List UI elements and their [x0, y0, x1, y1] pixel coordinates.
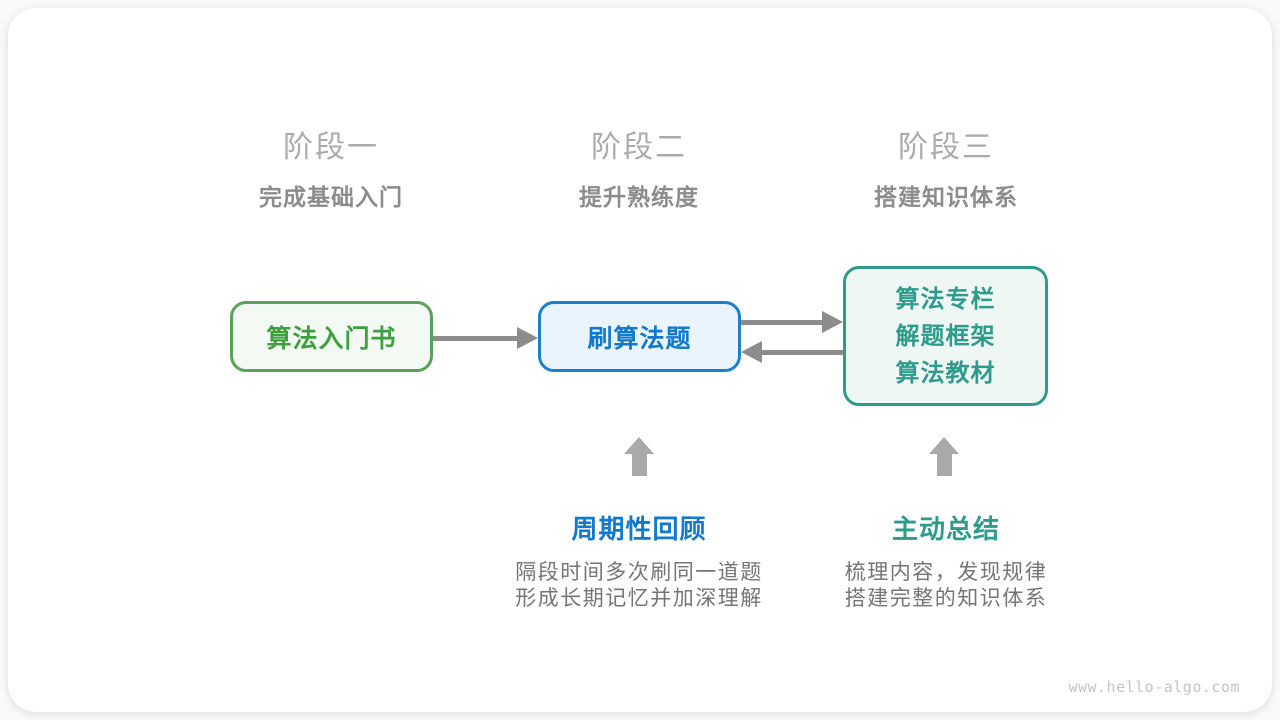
- node-resource-line-1: 算法专栏: [895, 285, 996, 313]
- stage-2-title: 阶段二: [591, 131, 687, 164]
- annotation-desc-line-2: 形成长期记忆并加深理解: [515, 587, 763, 610]
- arrow-shaft: [433, 336, 521, 341]
- annotation-periodic-review-desc: 隔段时间多次刷同一道题 形成长期记忆并加深理解: [515, 560, 763, 612]
- annotation-active-summary-desc: 梳理内容，发现规律 搭建完整的知识体系: [845, 560, 1048, 612]
- arrow-head-right-icon: [822, 311, 843, 333]
- up-arrow-periodic-review-icon: [624, 437, 654, 476]
- node-intro-book-label: 算法入门书: [266, 324, 397, 353]
- arrow-head-left-icon: [741, 341, 762, 363]
- up-arrow-tail: [936, 454, 952, 476]
- arrow-shaft: [741, 320, 826, 325]
- annotation-periodic-review-title: 周期性回顾: [571, 514, 707, 544]
- node-resource-line-2: 解题框架: [895, 322, 996, 350]
- stage-3-title: 阶段三: [898, 131, 994, 164]
- arrow-head-right-icon: [517, 327, 538, 349]
- node-practice-problems: 刷算法题: [538, 301, 741, 372]
- node-intro-book: 算法入门书: [230, 301, 433, 372]
- annotation-desc-line-1: 隔段时间多次刷同一道题: [515, 561, 763, 584]
- node-knowledge-resources: 算法专栏 解题框架 算法教材: [843, 266, 1048, 406]
- up-arrow-active-summary-icon: [929, 437, 959, 476]
- stage-1-title: 阶段一: [283, 131, 379, 164]
- stage-3-subtitle: 搭建知识体系: [874, 184, 1018, 210]
- stage-2-subtitle: 提升熟练度: [579, 184, 699, 210]
- up-arrow-tail: [631, 454, 647, 476]
- annotation-active-summary-title: 主动总结: [891, 514, 1001, 544]
- stage-1-subtitle: 完成基础入门: [259, 184, 403, 210]
- node-practice-problems-label: 刷算法题: [587, 324, 692, 353]
- arrow-node1-to-node2-icon: [433, 327, 538, 349]
- arrow-node2-to-node3-icon: [741, 311, 843, 333]
- annotation-desc-line-1: 梳理内容，发现规律: [844, 561, 1048, 584]
- up-arrow-head: [624, 437, 654, 454]
- arrow-node3-to-node2-icon: [741, 341, 843, 363]
- annotation-desc-line-2: 搭建完整的知识体系: [844, 587, 1048, 610]
- arrow-shaft: [758, 350, 843, 355]
- watermark-url: www.hello-algo.com: [1068, 678, 1240, 696]
- up-arrow-head: [929, 437, 959, 454]
- node-resource-line-3: 算法教材: [895, 359, 996, 387]
